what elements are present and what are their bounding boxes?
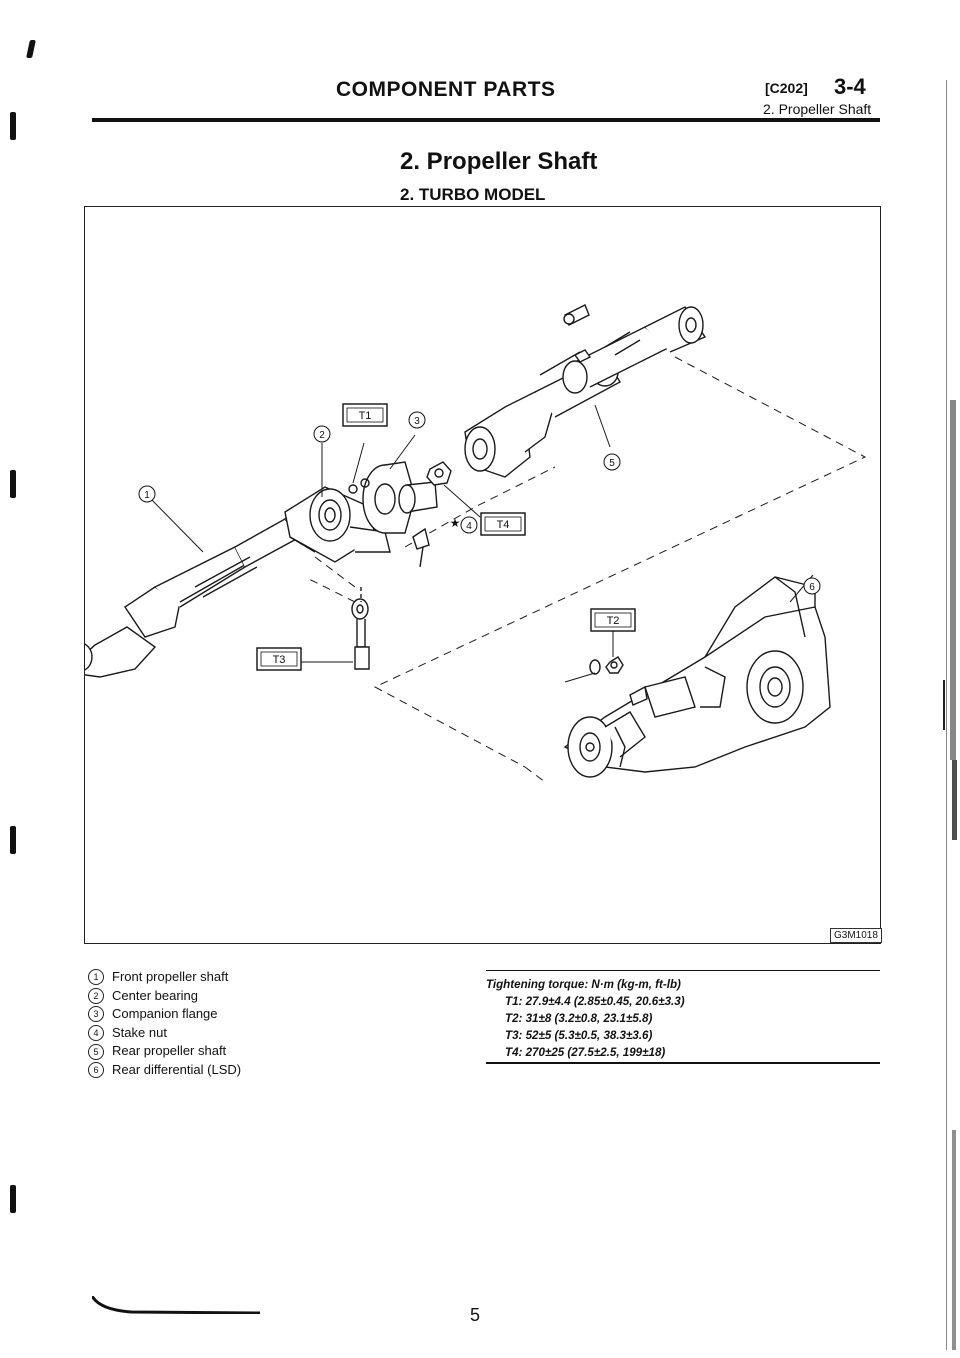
propeller-shaft-diagram: 1 2 3 4 5 6 ★ xyxy=(85,304,867,783)
torque-heading: Tightening torque: N·m (kg-m, ft-lb) xyxy=(486,978,681,991)
callout-3: 3 xyxy=(408,411,426,429)
legend-label: Center bearing xyxy=(112,987,198,1003)
header-rule xyxy=(92,118,880,122)
legend-label: Rear differential (LSD) xyxy=(112,1061,242,1077)
legend-number: 1 xyxy=(88,969,104,986)
callout-1: 1 xyxy=(138,485,156,503)
callout-5: 5 xyxy=(603,453,621,471)
torque-tag-t2: T2 xyxy=(590,608,636,632)
page-header-title: COMPONENT PARTS xyxy=(336,78,556,101)
legend-number: 6 xyxy=(88,1062,104,1079)
legend-number: 2 xyxy=(88,987,104,1004)
legend-item: 6 Rear differential (LSD) xyxy=(88,1061,241,1080)
companion-flange xyxy=(362,461,438,534)
rear-differential xyxy=(563,576,831,778)
differential-mount-nut xyxy=(589,656,624,675)
section-title: 2. Propeller Shaft xyxy=(400,148,598,175)
callout-6: 6 xyxy=(803,577,821,595)
svg-text:T1: T1 xyxy=(359,410,372,422)
svg-text:T4: T4 xyxy=(497,519,510,531)
svg-text:6: 6 xyxy=(809,582,815,593)
torque-rule-bottom xyxy=(486,1062,880,1064)
center-bearing xyxy=(284,486,391,563)
legend-item: 3 Companion flange xyxy=(88,1005,241,1024)
parts-legend: 1 Front propeller shaft 2 Center bearing 3… xyxy=(88,968,241,1080)
legend-number: 4 xyxy=(88,1025,104,1042)
stake-nut xyxy=(426,461,452,486)
svg-text:2: 2 xyxy=(319,430,325,441)
page-number: 5 xyxy=(470,1305,481,1325)
rear-propeller-shaft xyxy=(464,306,707,478)
svg-text:5: 5 xyxy=(609,458,615,469)
torque-value-t2: T2: 31±8 (3.2±0.8, 23.1±5.8) xyxy=(505,1012,653,1025)
binder-mark xyxy=(26,40,36,58)
header-subtitle: 2. Propeller Shaft xyxy=(763,101,872,117)
binder-mark xyxy=(10,826,16,854)
section-code: [C202] xyxy=(765,80,808,96)
corner-crop-mark xyxy=(92,1296,260,1314)
legend-number: 5 xyxy=(88,1043,104,1060)
torque-value-t4: T4: 270±25 (27.5±2.5, 199±18) xyxy=(505,1046,666,1059)
binder-mark xyxy=(10,1185,16,1213)
torque-tag-t1: T1 xyxy=(342,403,388,427)
legend-item: 1 Front propeller shaft xyxy=(88,968,241,987)
torque-value-t1: T1: 27.9±4.4 (2.85±0.45, 20.6±3.3) xyxy=(505,995,685,1008)
svg-text:T2: T2 xyxy=(607,615,620,627)
svg-text:3: 3 xyxy=(414,416,420,427)
torque-specs: Tightening torque: N·m (kg-m, ft-lb) T1:… xyxy=(486,970,880,1061)
svg-text:1: 1 xyxy=(144,490,150,501)
legend-number: 3 xyxy=(88,1006,104,1023)
legend-label: Companion flange xyxy=(112,1006,218,1022)
callout-2: 2 xyxy=(313,425,331,443)
figure-code: G3M1018 xyxy=(830,928,882,943)
bolt-set xyxy=(563,304,590,326)
star-marker: ★ xyxy=(450,516,461,530)
torque-tag-t4: T4 xyxy=(480,512,526,536)
callout-4: 4 xyxy=(460,516,478,534)
torque-value-t3: T3: 52±5 (5.3±0.5, 38.3±3.6) xyxy=(505,1029,653,1042)
exploded-diagram-frame: 1 2 3 4 5 6 ★ xyxy=(84,206,881,944)
legend-item: 2 Center bearing xyxy=(88,987,241,1006)
legend-label: Rear propeller shaft xyxy=(112,1043,227,1059)
binder-mark xyxy=(10,112,16,140)
legend-item: 5 Rear propeller shaft xyxy=(88,1042,241,1061)
torque-rule-top xyxy=(486,970,880,971)
svg-text:T3: T3 xyxy=(273,654,286,666)
page-reference: 3-4 xyxy=(834,74,866,99)
legend-label: Stake nut xyxy=(112,1024,167,1040)
svg-text:4: 4 xyxy=(466,521,472,532)
torque-tag-t3: T3 xyxy=(256,647,302,671)
legend-label: Front propeller shaft xyxy=(112,969,229,984)
section-subtitle: 2. TURBO MODEL xyxy=(400,185,546,204)
binder-mark xyxy=(10,470,16,498)
scan-edge-artifact xyxy=(943,80,957,1350)
mounting-bolt xyxy=(351,527,430,670)
legend-item: 4 Stake nut xyxy=(88,1024,241,1043)
